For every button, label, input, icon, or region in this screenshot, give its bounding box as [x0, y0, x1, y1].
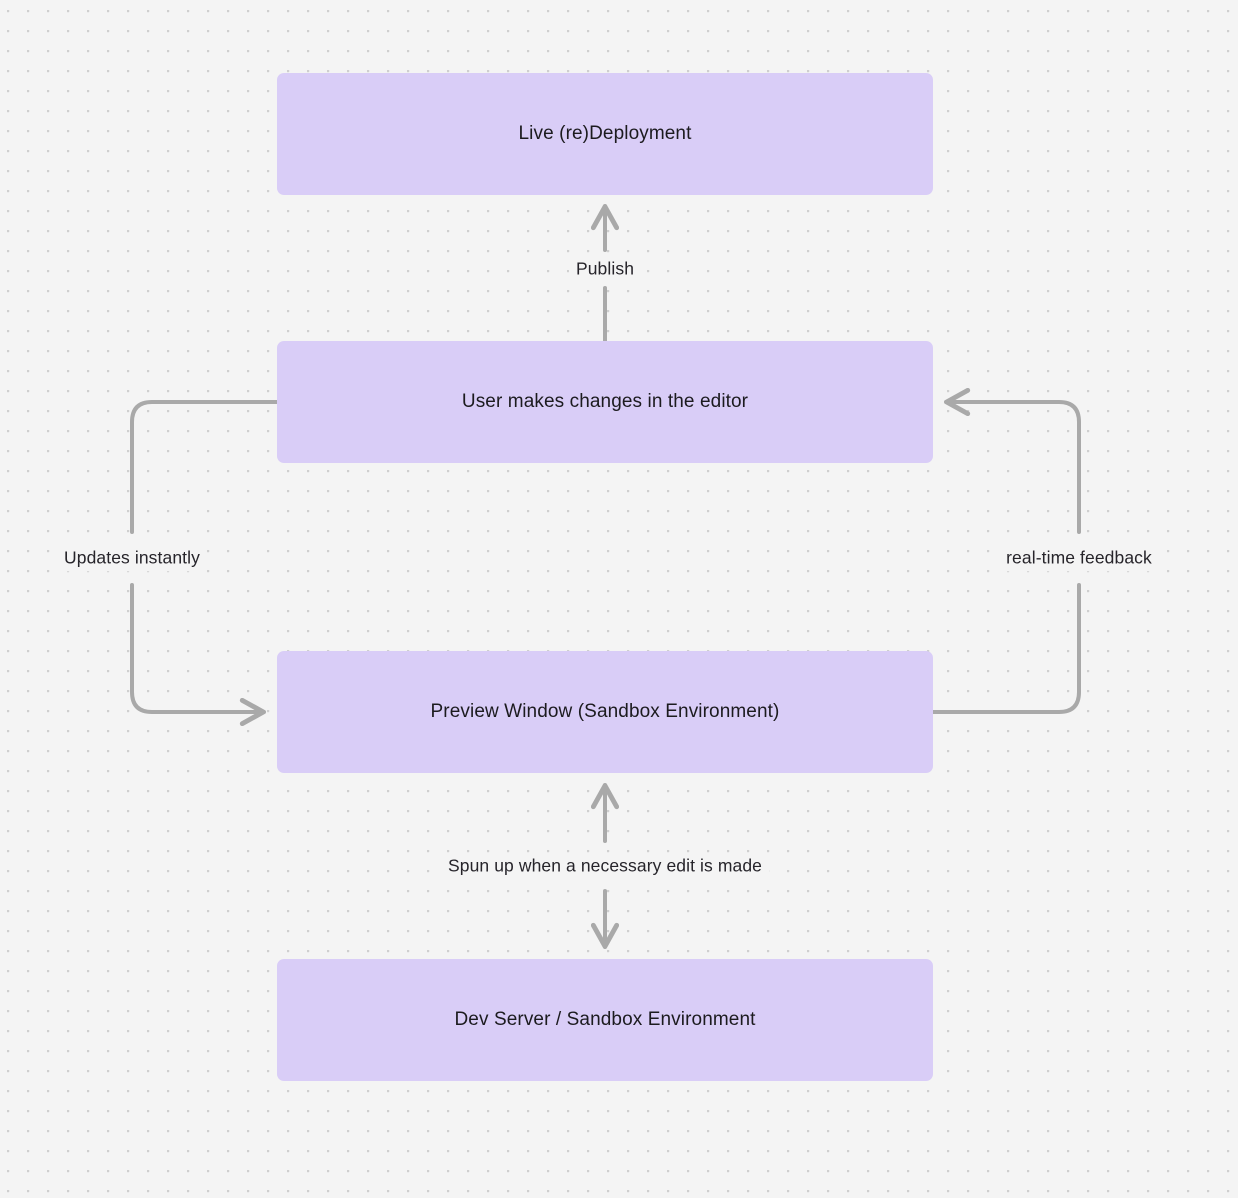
node-preview-window[interactable]: Preview Window (Sandbox Environment) — [277, 651, 933, 773]
node-label: User makes changes in the editor — [461, 391, 749, 413]
node-live-deployment[interactable]: Live (re)Deployment — [277, 73, 933, 195]
edge-label-spun-up: Spun up when a necessary edit is made — [440, 853, 770, 879]
node-label: Preview Window (Sandbox Environment) — [430, 701, 780, 723]
node-dev-server[interactable]: Dev Server / Sandbox Environment — [277, 959, 933, 1081]
node-label: Dev Server / Sandbox Environment — [454, 1009, 756, 1031]
edge-label-updates-instantly: Updates instantly — [57, 545, 207, 571]
node-user-edits[interactable]: User makes changes in the editor — [277, 341, 933, 463]
node-label: Live (re)Deployment — [518, 123, 692, 145]
edge-label-real-time-feedback: real-time feedback — [999, 545, 1159, 571]
edge-label-publish: Publish — [568, 256, 642, 282]
